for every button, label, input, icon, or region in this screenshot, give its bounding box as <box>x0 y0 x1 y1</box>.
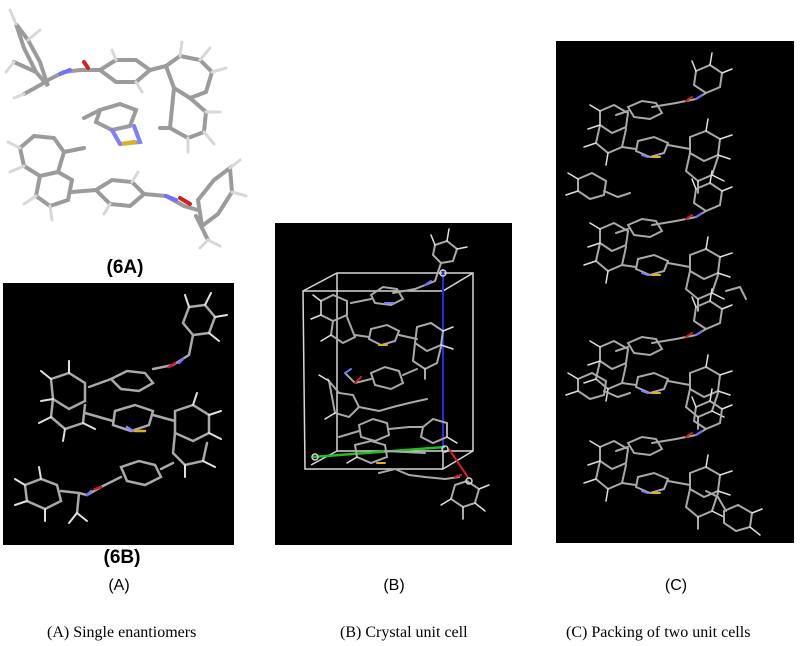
caption-packing: (C) Packing of two unit cells <box>566 624 751 641</box>
panel-6a-label: (6A) <box>106 257 144 278</box>
unit-cell-drawing <box>302 228 490 520</box>
panel-b-sublabel: (B) <box>383 577 405 594</box>
molecule-6a <box>0 0 250 252</box>
caption-single-enantiomers: (A) Single enantiomers <box>47 624 197 641</box>
panel-6b-label: (6B) <box>103 547 141 568</box>
panel-c-sublabel: (C) <box>664 577 688 594</box>
caption-crystal-unit-cell: (B) Crystal unit cell <box>340 624 468 641</box>
packing-drawing <box>565 52 763 536</box>
panel-packing <box>556 41 794 543</box>
axis-b <box>312 445 446 459</box>
panel-a-sublabel: (A) <box>108 577 130 594</box>
panel-6b <box>3 283 234 545</box>
molecule-6b <box>14 292 228 524</box>
panel-crystal-unit-cell <box>275 223 512 545</box>
axis-a <box>448 448 470 480</box>
